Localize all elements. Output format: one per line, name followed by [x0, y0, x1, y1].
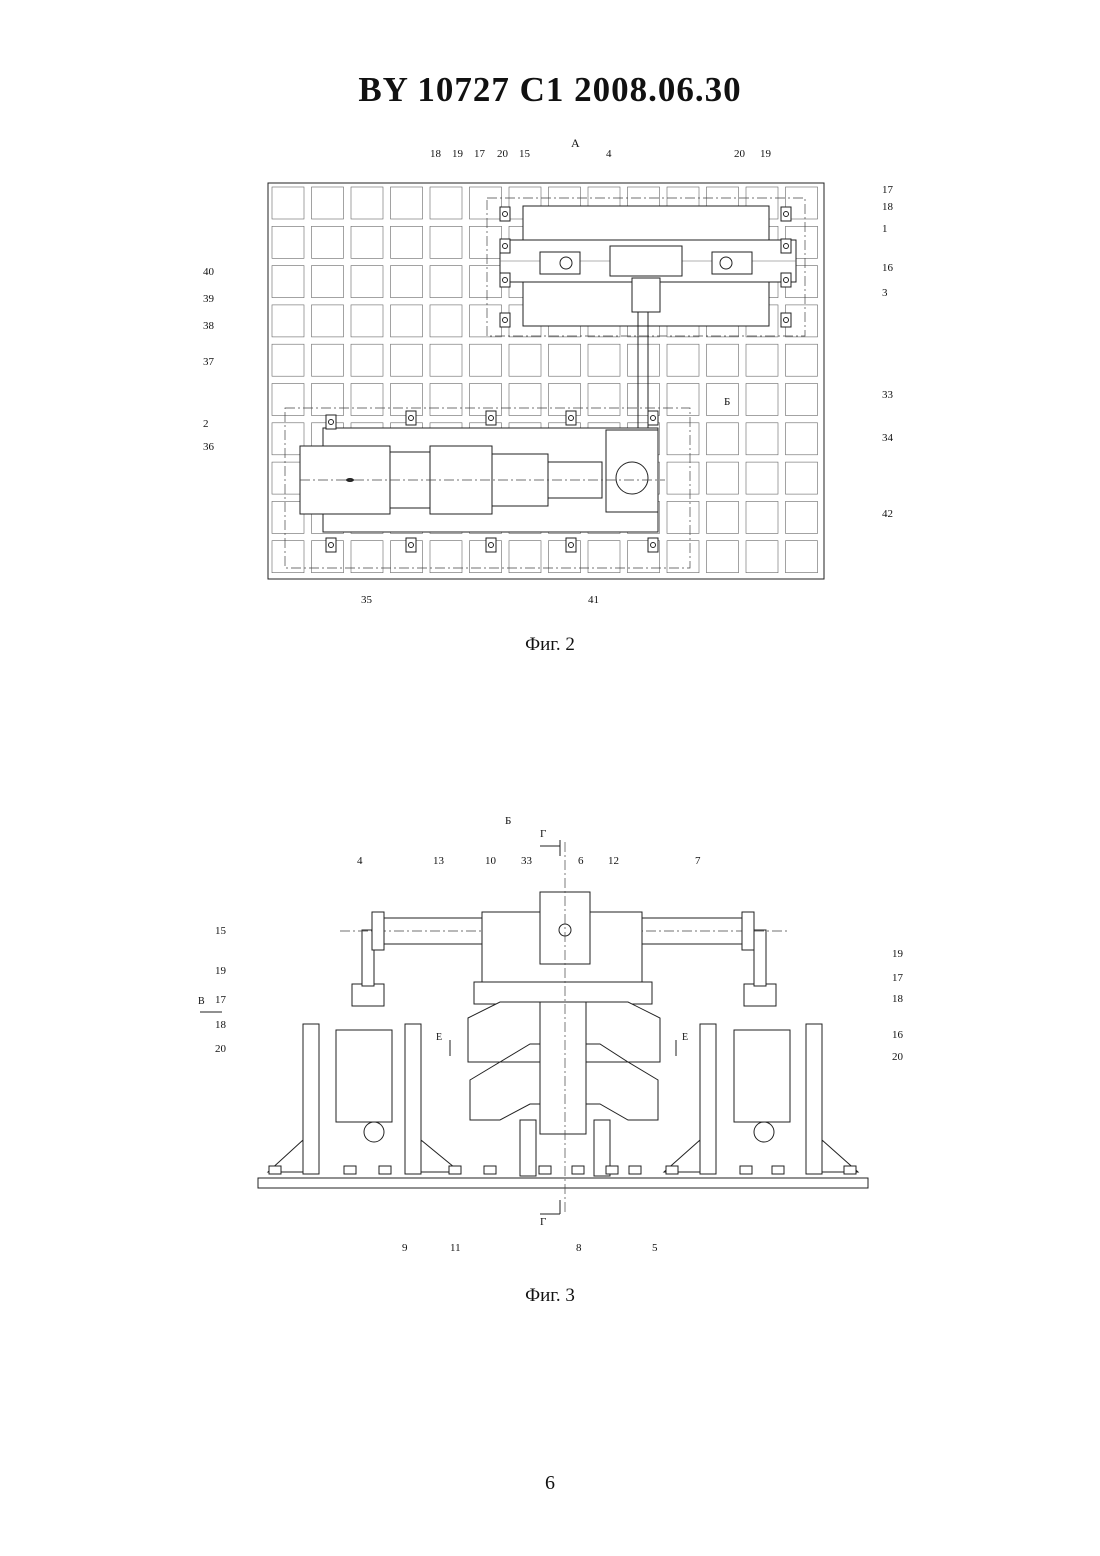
- callout: 4: [357, 855, 363, 867]
- callout: 8: [576, 1242, 582, 1254]
- page-number: 6: [0, 1472, 1100, 1495]
- callout: 20: [892, 1051, 903, 1063]
- view-label-b: Б: [505, 815, 511, 827]
- callout: 9: [402, 1242, 408, 1254]
- base-plate: [258, 1178, 868, 1188]
- callout: 18: [892, 993, 903, 1005]
- figure-3-caption: Фиг. 3: [450, 1285, 650, 1307]
- callout: 19: [215, 965, 226, 977]
- left-stand: [268, 930, 460, 1174]
- callout: 17: [892, 972, 903, 984]
- callout: 11: [450, 1242, 461, 1254]
- callout: 15: [215, 925, 226, 937]
- section-label-e: Е: [436, 1032, 442, 1043]
- callout: 17: [215, 994, 226, 1006]
- callout: 16: [892, 1029, 903, 1041]
- section-label-e: Е: [682, 1032, 688, 1043]
- callout: 18: [215, 1019, 226, 1031]
- callout: 20: [215, 1043, 226, 1055]
- section-label-g: Г: [540, 828, 546, 840]
- callout: 5: [652, 1242, 658, 1254]
- callout: 19: [892, 948, 903, 960]
- callout: 33: [521, 855, 532, 867]
- section-label-g: Г: [540, 1216, 546, 1228]
- section-label-v: В: [198, 996, 205, 1007]
- callout: 6: [578, 855, 584, 867]
- callout: 13: [433, 855, 444, 867]
- callout: 7: [695, 855, 701, 867]
- central-frame: [468, 842, 660, 1215]
- callout: 10: [485, 855, 496, 867]
- right-stand: [664, 930, 858, 1174]
- callout: 12: [608, 855, 619, 867]
